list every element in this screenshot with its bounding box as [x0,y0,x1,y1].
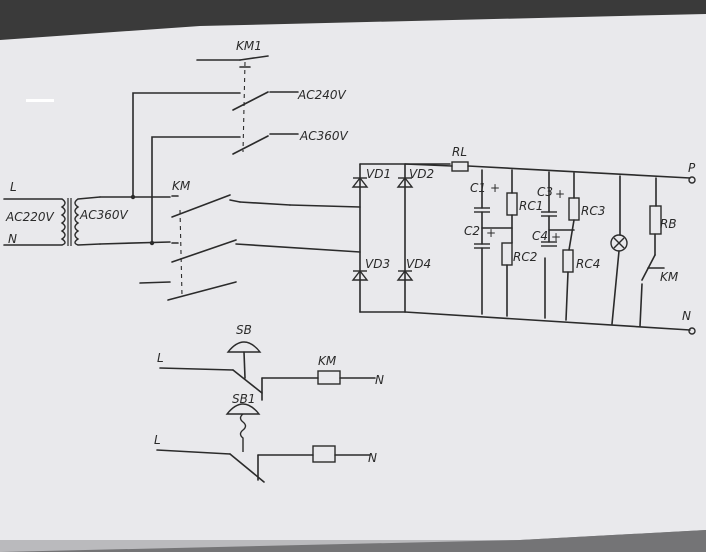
label-n-out: N [682,309,691,323]
label-n-ctrl1: N [375,373,384,387]
control-circuit-sb [159,341,376,401]
paper-shadow [0,530,706,552]
km1-contacts [196,55,299,155]
label-rb: RB [660,217,677,231]
label-sb1: SB1 [232,392,255,406]
label-n-ctrl2: N [368,451,377,465]
label-ac360v-tx: AC360V [79,208,128,222]
wire-km1-tap2 [151,136,241,243]
label-l-ctrl1: L [157,351,164,365]
label-l-in: L [10,180,17,194]
junction-dot [149,240,155,246]
label-vd3: VD3 [365,257,390,271]
label-km1: KM1 [236,39,262,53]
label-plus4: + [551,230,561,244]
wire-km1-tap1 [132,92,241,197]
label-rc1: RC1 [519,199,543,213]
label-km-main: KM [172,179,191,193]
label-plus1: + [490,181,500,195]
output-network [404,161,696,335]
label-ac220v: AC220V [5,210,54,224]
transformer [3,196,101,246]
label-vd4: VD4 [406,257,431,271]
label-vd1: VD1 [366,167,391,181]
paper-sheet [0,14,706,552]
label-sb: SB [236,323,252,337]
junction-dot [130,194,136,200]
label-plus3: + [555,187,565,201]
label-c3: C3 [537,185,553,199]
label-ac360v-top: AC360V [299,129,348,143]
label-km-coil: KM [318,354,337,368]
paper-glare [26,99,54,102]
label-c4: C4 [532,229,548,243]
label-rc2: RC2 [513,250,537,264]
label-rl: RL [452,145,467,159]
label-rc3: RC3 [581,204,605,218]
label-km-contact: KM [660,270,679,284]
label-c1: C1 [470,181,486,195]
label-l-ctrl2: L [154,433,161,447]
wire-sec-bot [99,241,171,245]
label-plus2: + [486,226,496,240]
control-circuit-sb1 [156,403,371,483]
label-rc4: RC4 [576,257,600,271]
label-ac240v: AC240V [297,88,346,102]
label-vd2: VD2 [409,167,434,181]
bridge-rectifier [351,163,451,313]
label-n-in: N [8,232,17,246]
label-p-out: P [688,161,696,175]
km-main-contacts [139,194,361,301]
label-c2: C2 [464,224,480,238]
